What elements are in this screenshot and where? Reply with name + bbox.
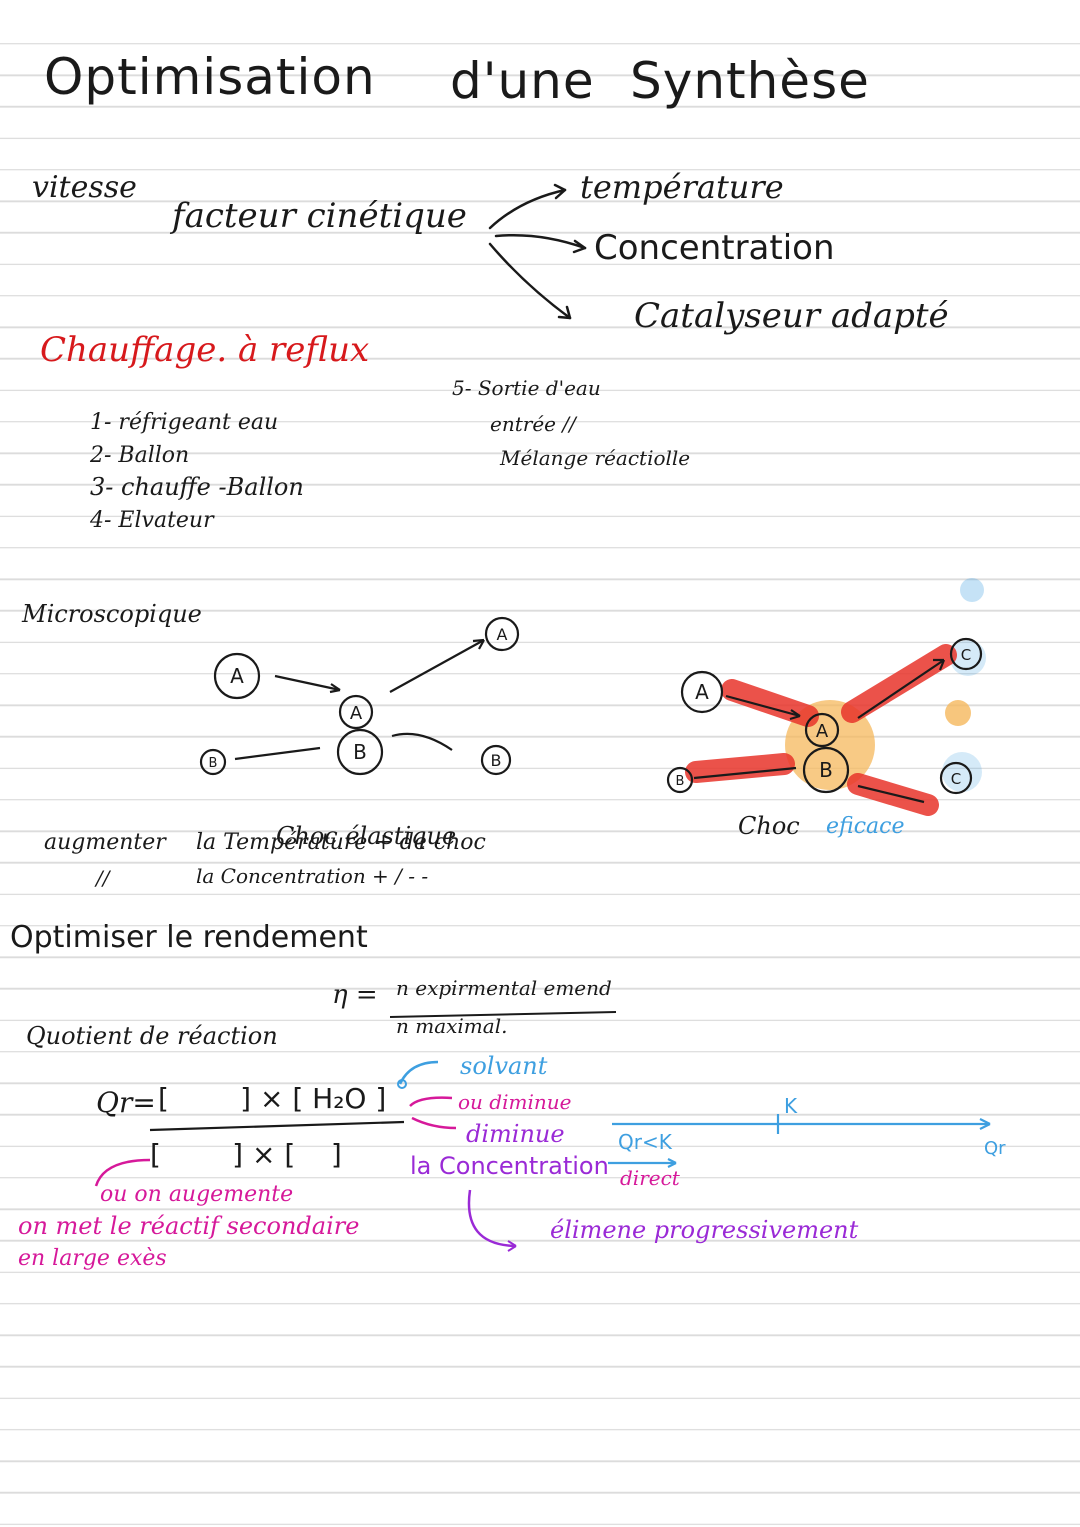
branch-catalyseur: Catalyseur adapté bbox=[634, 296, 949, 336]
label-a-1: A bbox=[230, 664, 244, 688]
axis-qr-label: Qr bbox=[984, 1138, 1006, 1159]
reactif-note-2: en large exès bbox=[18, 1246, 167, 1271]
label-a-2: A bbox=[350, 703, 363, 724]
reflux-right-1: 5- Sortie d'eau bbox=[452, 376, 601, 400]
ou-diminue-arrow bbox=[409, 1096, 453, 1107]
reflux-item-3: 3- chauffe -Ballon bbox=[90, 473, 304, 501]
label-c-2: C bbox=[951, 770, 961, 788]
reflux-heading: Chauffage. à reflux bbox=[40, 330, 370, 370]
eta-denominator: n maximal. bbox=[396, 1014, 508, 1038]
title-word-synthese: Synthèse bbox=[630, 52, 870, 110]
diminue-note: diminue bbox=[466, 1120, 565, 1148]
vitesse-label: vitesse bbox=[32, 170, 137, 205]
reflux-right-2: entrée // bbox=[490, 412, 576, 436]
qr-fraction-bar bbox=[149, 1120, 405, 1132]
qr-axis bbox=[608, 1114, 991, 1168]
microscopique-heading: Microscopique bbox=[22, 600, 202, 628]
arrow-to-concentration bbox=[494, 233, 587, 250]
ou-diminue-note: ou diminue bbox=[458, 1090, 572, 1114]
facteur-cinetique: facteur cinétique bbox=[172, 196, 467, 236]
efficace-caption: eficace bbox=[826, 814, 905, 839]
eta-symbol: η = bbox=[332, 980, 378, 1010]
augmenter-ditto: // bbox=[96, 866, 110, 890]
direct-label: direct bbox=[620, 1166, 680, 1190]
elimine-arrow bbox=[467, 1189, 517, 1248]
branch-concentration: Concentration bbox=[594, 228, 835, 268]
arrow-to-catalyseur bbox=[488, 242, 572, 320]
diminue-arrow bbox=[411, 1116, 457, 1130]
label-b-2: B bbox=[209, 756, 218, 771]
qr-denominator: [ ] × [ ] bbox=[150, 1138, 342, 1171]
rendement-heading: Optimiser le rendement bbox=[10, 920, 368, 955]
title-word-dune: d'une bbox=[450, 52, 595, 110]
ou-augmente-arrow bbox=[94, 1158, 151, 1187]
choc-caption: Choc bbox=[738, 812, 800, 840]
eta-fraction-bar bbox=[389, 1011, 617, 1018]
elimine-note: élimene progressivement bbox=[550, 1216, 859, 1244]
label-c-1: C bbox=[961, 646, 971, 664]
qr-lt-k-label: Qr<K bbox=[618, 1130, 672, 1154]
choc-elastique-caption: Choc élastique bbox=[276, 822, 457, 850]
choc-elastique-diagram bbox=[199, 616, 520, 776]
title-word-optimisation: Optimisation bbox=[44, 48, 376, 106]
concentration-note: la Concentration bbox=[410, 1152, 609, 1180]
ou-augmente-note: ou on augemente bbox=[100, 1182, 294, 1207]
qr-numerator: [ ] × [ H₂O ] bbox=[158, 1082, 387, 1115]
reflux-item-2: 2- Ballon bbox=[90, 443, 190, 468]
label-a-3: A bbox=[497, 625, 508, 644]
reflux-item-1: 1- réfrigeant eau bbox=[90, 410, 279, 435]
reflux-right-3: Mélange réactiolle bbox=[500, 446, 691, 470]
reactif-note-1: on met le réactif secondaire bbox=[18, 1212, 360, 1240]
label-a-5: A bbox=[816, 721, 829, 742]
concentration-line: la Concentration + / - - bbox=[196, 864, 429, 888]
temperature-line: la Température + de choc bbox=[196, 830, 486, 855]
kinetics-arrows bbox=[488, 183, 587, 320]
solvant-note: solvant bbox=[460, 1052, 548, 1080]
choc-efficace-diagram bbox=[666, 637, 983, 804]
reflux-item-4: 4- Elvateur bbox=[90, 508, 214, 533]
label-b-4: B bbox=[819, 758, 833, 782]
label-b-1: B bbox=[353, 740, 367, 764]
label-a-4: A bbox=[695, 680, 709, 704]
label-b-3: B bbox=[491, 751, 502, 770]
qr-symbol: Qr= bbox=[96, 1086, 156, 1119]
label-b-5: B bbox=[676, 774, 685, 789]
eta-numerator: n expirmental emend bbox=[396, 976, 612, 1000]
branch-temperature: température bbox=[580, 168, 784, 206]
augmenter-label: augmenter bbox=[44, 830, 166, 855]
axis-k-label: K bbox=[784, 1094, 798, 1118]
quotient-heading: Quotient de réaction bbox=[26, 1022, 278, 1050]
arrow-to-temperature bbox=[488, 188, 567, 230]
